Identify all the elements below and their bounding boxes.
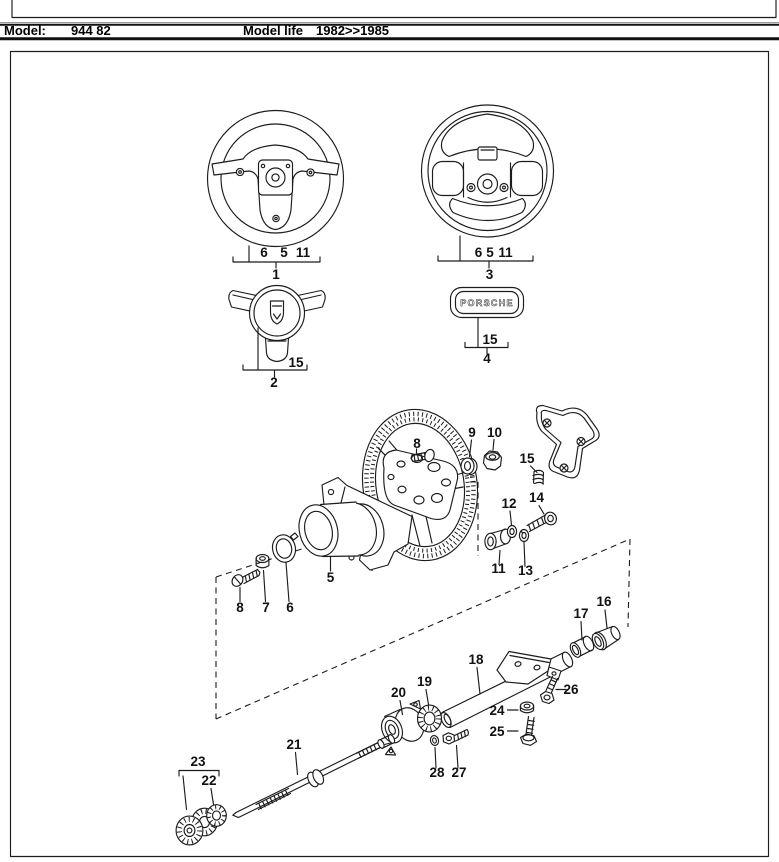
callout-15b: 15 (482, 332, 498, 347)
steering-wheel-3spoke: 6 5 11 1 (206, 109, 345, 282)
hub-screw-8: 8 (410, 436, 435, 463)
model-label: Model: (4, 23, 46, 38)
callout-15c: 15 (519, 451, 535, 466)
callout-26: 26 (563, 682, 579, 697)
model-header: Model: 944 82 Model life 1982>>1985 (4, 23, 389, 38)
bolt-14: 14 (526, 490, 557, 533)
callout-23: 23 (190, 754, 206, 769)
bolt-26: 26 (539, 675, 579, 705)
callout-20: 20 (391, 685, 406, 700)
callout-22: 22 (201, 773, 216, 788)
callout-8b: 8 (413, 436, 421, 451)
column-tube-18: 18 (440, 650, 574, 729)
callout-14: 14 (529, 490, 545, 505)
callout-27: 27 (451, 765, 466, 780)
callout-12: 12 (501, 496, 516, 511)
spring-15: 15 (519, 451, 545, 485)
nut-7: 7 (255, 553, 270, 615)
model-life-label: Model life (243, 23, 303, 38)
callout-1: 1 (272, 267, 280, 282)
bushing-17: 17 (569, 606, 595, 658)
callout-15a: 15 (288, 355, 304, 370)
bushing-16: 16 (591, 594, 621, 651)
callout-6: 6 (286, 600, 294, 615)
washer-9: 9 (460, 425, 478, 476)
spacer-sleeve-11: 11 (484, 528, 512, 576)
callout-10: 10 (487, 425, 502, 440)
callout-11c: 11 (491, 561, 506, 576)
callout-5: 5 (327, 570, 335, 585)
cancel-ring-6: 6 (271, 532, 299, 615)
callout-8: 8 (236, 600, 244, 615)
callout-7: 7 (262, 600, 270, 615)
diagram-border (9, 50, 770, 858)
nut-24: 24 (489, 701, 535, 718)
callout-3: 3 (486, 267, 494, 282)
callout-6a: 6 (260, 245, 268, 260)
bolt-25: 25 (489, 715, 538, 746)
bearing-ring-19: 19 (416, 674, 443, 733)
bearing-assembly-23: 23 22 (175, 754, 227, 846)
callout-11b: 11 (498, 245, 513, 260)
callout-6b: 6 (475, 245, 483, 260)
model-value: 944 82 (71, 23, 111, 38)
callout-19: 19 (417, 674, 432, 689)
contact-plate (535, 404, 600, 479)
washer-12: 12 (501, 496, 518, 539)
callout-21: 21 (286, 737, 302, 752)
steering-shaft-21: 21 (232, 734, 396, 819)
callout-24: 24 (489, 703, 505, 718)
callout-2: 2 (270, 375, 278, 390)
steering-wheel-2spoke: 6 5 11 3 (420, 104, 555, 282)
callout-16: 16 (596, 594, 612, 609)
badge-text: PORSCHE (460, 298, 514, 308)
nut-10: 10 (482, 425, 503, 471)
callout-5b: 5 (486, 245, 494, 260)
washer-13: 13 (518, 528, 534, 578)
callout-28: 28 (429, 765, 445, 780)
washer-28: 28 (429, 734, 445, 780)
screw-8: 8 (231, 568, 261, 615)
callout-9: 9 (468, 425, 476, 440)
bolt-27: 27 (442, 728, 469, 780)
model-life-value: 1982>>1985 (316, 23, 389, 38)
callout-4: 4 (483, 351, 491, 366)
callout-17: 17 (573, 606, 588, 621)
horn-pad-crest: 15 2 (228, 284, 326, 390)
bearing-housing-5: 5 (298, 476, 413, 585)
callout-11a: 11 (296, 245, 311, 260)
porsche-crest-icon (269, 300, 285, 325)
callout-18: 18 (468, 652, 484, 667)
porsche-badge: PORSCHE 15 4 (449, 286, 525, 366)
callout-25: 25 (489, 724, 505, 739)
callout-13: 13 (518, 563, 534, 578)
callout-5a: 5 (280, 245, 288, 260)
